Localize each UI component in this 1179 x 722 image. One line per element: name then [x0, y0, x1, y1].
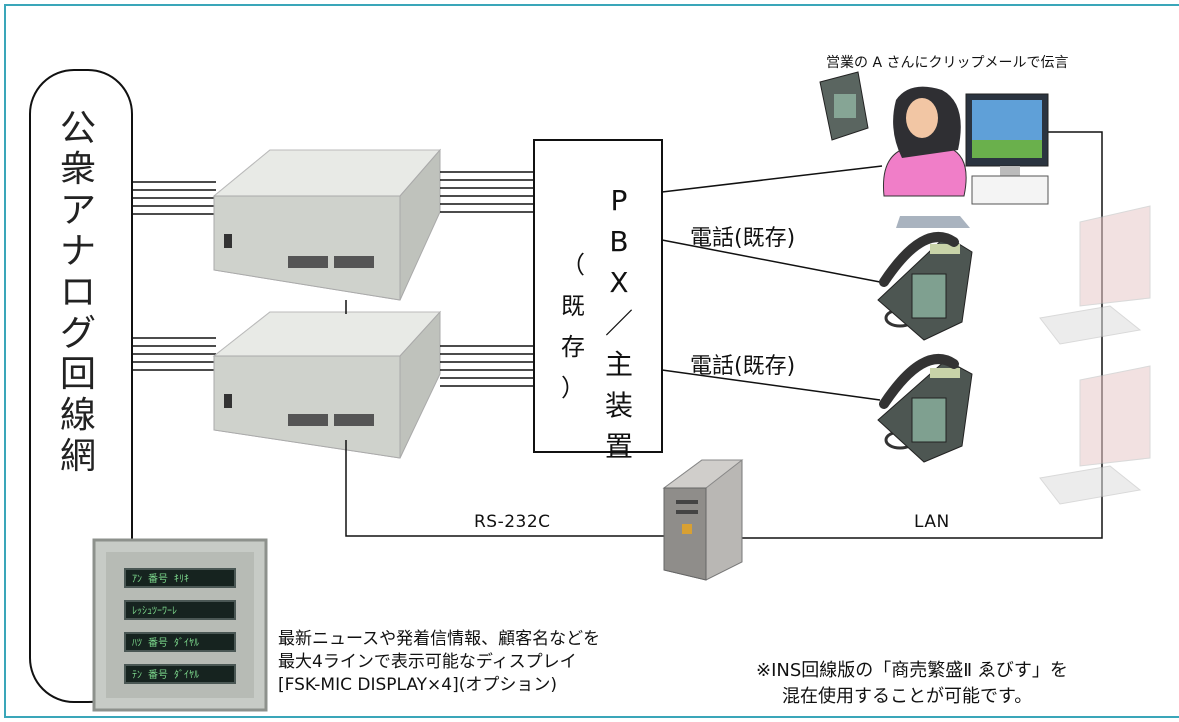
display-description: 最新ニュースや発着信情報、顧客名などを 最大4ラインで表示可能なディスプレイ [… [278, 628, 600, 697]
small-phone-icon [819, 71, 869, 141]
rs232c-line [345, 440, 664, 537]
diagram-frame [4, 4, 1179, 718]
ins-note-line-2: 混在使用することが可能です。 [782, 686, 1033, 707]
pbx-lines-upper [440, 171, 534, 213]
clip-mail-note: 営業の A さんにクリップメールで伝言 [826, 55, 1069, 71]
public-network-label-char: グ [59, 313, 96, 354]
display-description-line-2: 最大4ラインで表示可能なディスプレイ [278, 652, 577, 672]
ins-note: ※INS回線版の「商売繁盛Ⅱ ゑびす」を 混在使用することが可能です。 [756, 658, 1068, 710]
public-network-label-char: ロ [59, 272, 96, 313]
public-network-label-char: 衆 [59, 149, 96, 190]
public-network-label-char: 網 [59, 436, 96, 477]
public-network-label-char: ナ [59, 231, 96, 272]
server-tower [662, 459, 744, 581]
pbx-main-label-char: X [609, 266, 629, 299]
display-line-4: ﾃﾝ 番号 ﾀﾞｲﾔﾙ [124, 664, 236, 684]
pbx-main-label-char: 主 [604, 348, 633, 381]
trunk-lines-lower [132, 337, 216, 371]
public-network-label-char: 公 [59, 108, 96, 149]
ins-note-line-1: ※INS回線版の「商売繁盛Ⅱ ゑびす」を [756, 660, 1068, 681]
pbx-lines-lower [440, 345, 534, 387]
pbx-main-label-char: ／ [604, 307, 633, 340]
faded-pc-2 [1039, 365, 1151, 505]
public-network-label: 公衆アナログ回線網 [50, 108, 106, 477]
adapter-unit-lower [212, 310, 442, 459]
adapter-unit-upper [212, 148, 442, 301]
pbx-main-label-char: P [610, 184, 628, 217]
pbx-main-label-char: B [609, 225, 629, 258]
phone-label-2: 電話(既存) [690, 354, 796, 379]
rs232c-label: RS-232C [474, 512, 551, 532]
display-line-1: ｱﾝ 番号 ｷﾘｷ [124, 568, 236, 588]
display-description-line-3: [FSK-MIC DISPLAY×4](オプション) [278, 675, 558, 695]
pbx-existing-label: （ 既存 ） [558, 252, 588, 416]
phone-label-1: 電話(既存) [690, 226, 796, 251]
pbx-existing-label-char: （ [561, 251, 585, 279]
pbx-box [533, 139, 663, 453]
pbx-existing-label-char: 存 [561, 333, 585, 361]
public-network-label-char: 線 [59, 395, 96, 436]
desk-phone-1 [877, 232, 973, 341]
pbx-existing-label-char: 既 [561, 292, 585, 320]
phone-lines [661, 165, 883, 401]
lan-label: LAN [914, 512, 950, 532]
trunk-lines-upper [132, 181, 216, 215]
desk-phone-2 [877, 354, 973, 463]
faded-pc-1 [1039, 205, 1151, 345]
public-network-label-char: ア [59, 190, 96, 231]
operator-illustration [882, 86, 1049, 228]
pbx-main-label-char: 装 [604, 389, 633, 422]
pbx-main-label-char: 置 [604, 430, 633, 463]
pbx-existing-label-char: ） [561, 374, 585, 402]
public-network-label-char: 回 [59, 354, 96, 395]
display-line-2: ﾚｯｼｭﾂｰﾜｰﾚ [124, 600, 236, 620]
display-description-line-1: 最新ニュースや発着信情報、顧客名などを [278, 629, 601, 649]
display-line-3: ﾊﾂ 番号 ﾀﾞｲﾔﾙ [124, 632, 236, 652]
